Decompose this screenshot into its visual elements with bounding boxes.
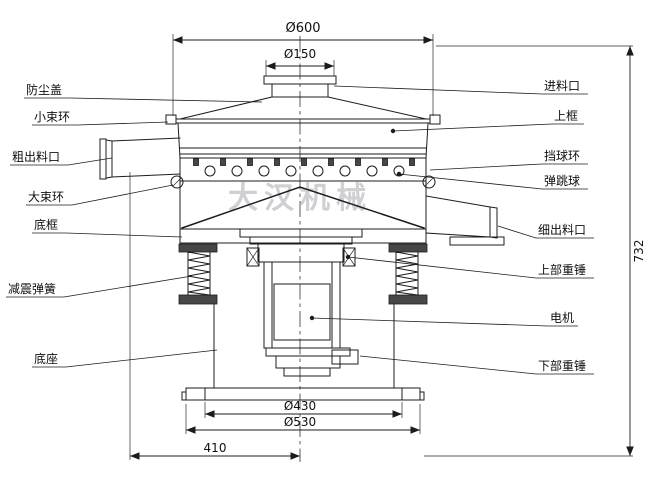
frame-part — [165, 114, 441, 244]
lower-weight-part — [331, 349, 359, 365]
dimension-annotations: Ø600 Ø150 732 Ø430 Ø530 410 — [129, 21, 646, 460]
dim-bottom-inner: Ø430 — [284, 399, 316, 413]
label-feed-inlet: 进料口 — [333, 79, 588, 95]
watermark-text: 大汉机械 — [228, 181, 372, 216]
label-coarse-outlet-text: 粗出料口 — [12, 150, 60, 164]
machine-drawing — [99, 36, 505, 462]
base-part — [181, 303, 425, 401]
ball-deck-part — [193, 158, 415, 177]
part-labels-left: 防尘盖 小束环 粗出料口 大束环 底框 减震弹簧 底座 — [6, 82, 263, 368]
label-fine-outlet-text: 细出料口 — [538, 223, 586, 237]
leader-dots — [309, 128, 402, 321]
fine-outlet-part — [425, 195, 505, 246]
label-ball-stop-ring: 挡球环 — [429, 149, 588, 171]
label-bottom-frame-text: 底框 — [34, 217, 58, 232]
dim-top-outer: Ø600 — [285, 21, 320, 36]
label-feed-inlet-text: 进料口 — [544, 79, 580, 93]
dust-cover-part — [179, 96, 427, 120]
label-bouncing-ball: 弹跳球 — [398, 173, 588, 190]
label-damping-spring-text: 减震弹簧 — [8, 281, 56, 296]
coarse-outlet-part — [99, 137, 181, 180]
label-coarse-outlet: 粗出料口 — [10, 150, 113, 166]
label-large-clamp-ring: 大束环 — [26, 184, 174, 206]
screen-cone-part — [181, 186, 425, 229]
label-motor: 电机 — [311, 311, 578, 327]
label-bottom-frame: 底框 — [32, 217, 183, 238]
label-small-clamp-ring-text: 小束环 — [34, 110, 70, 124]
motor-assembly-part — [239, 228, 363, 377]
label-dust-cover-text: 防尘盖 — [26, 82, 62, 97]
label-upper-frame: 上框 — [392, 109, 584, 132]
label-lower-weight: 下部重锤 — [359, 355, 594, 375]
dim-inlet: Ø150 — [284, 47, 316, 61]
label-bouncing-ball-text: 弹跳球 — [544, 174, 580, 188]
label-dust-cover: 防尘盖 — [24, 82, 263, 103]
upper-weight-part — [257, 243, 345, 263]
dim-base-offset: 410 — [204, 441, 227, 455]
large-clamp-ring-part — [170, 175, 436, 189]
label-fine-outlet: 细出料口 — [497, 223, 594, 239]
damping-springs-part — [178, 243, 428, 305]
label-upper-frame-text: 上框 — [554, 109, 578, 123]
label-damping-spring: 减震弹簧 — [6, 275, 193, 298]
dim-bottom-outer: Ø530 — [284, 415, 316, 429]
label-ball-stop-ring-text: 挡球环 — [544, 149, 580, 163]
label-base-text: 底座 — [34, 351, 58, 366]
feed-inlet-part — [263, 75, 337, 98]
label-upper-weight-text: 上部重锤 — [538, 262, 586, 277]
label-motor-text: 电机 — [550, 311, 574, 325]
part-labels-right: 进料口 上框 挡球环 弹跳球 细出料口 上部重锤 电机 下部重锤 — [309, 79, 594, 375]
label-base: 底座 — [32, 349, 218, 368]
bouncing-balls-part — [204, 165, 405, 177]
dim-total-height: 732 — [632, 240, 646, 263]
motor-part — [263, 261, 341, 349]
label-small-clamp-ring: 小束环 — [32, 110, 169, 126]
label-lower-weight-text: 下部重锤 — [538, 358, 586, 373]
label-large-clamp-ring-text: 大束环 — [28, 190, 64, 204]
label-upper-weight: 上部重锤 — [347, 256, 594, 279]
